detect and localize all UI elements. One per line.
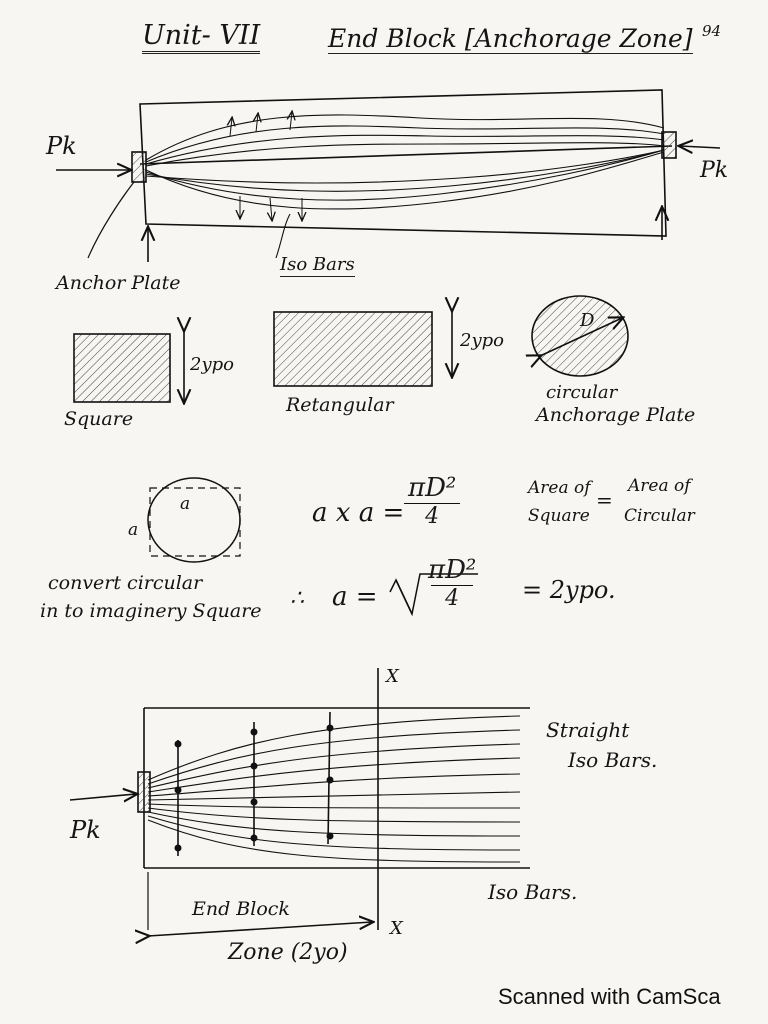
axis-label-top: X [386,666,399,687]
area-left-line1: Area of [528,478,591,498]
beam-figure [56,89,721,262]
circle-dim-label: D [580,310,595,331]
equation2-rhs: = 2ypo. [522,576,616,604]
iso-bars-label-2: Iso Bars. [488,880,578,904]
square-caption: Square [64,408,134,430]
area-right-line1: Area of [628,476,691,496]
equation2-fraction: πD² 4 [424,556,480,612]
plate-shapes [73,295,629,402]
rect-dim-label: 2ypo [460,330,504,351]
page-title: End Block [Anchorage Zone] [328,24,693,54]
equation1-denominator: 4 [425,503,440,529]
straight-iso-bars-line2: Iso Bars. [568,748,658,772]
page-number: 94 [702,22,722,40]
convert-note-line1: convert circular [48,572,203,594]
therefore-symbol: ∴ [290,586,304,611]
scanner-watermark: Scanned with CamSca [498,984,721,1009]
axis-label-bottom: X [390,918,403,939]
load-label-left: Pk [46,132,77,160]
side-label-left: a [128,520,139,540]
iso-bars-label: Iso Bars [280,254,355,277]
circle-square-diagram [147,477,478,617]
area-right-line2: Circular [624,506,695,526]
square-dim-label: 2ypo [190,354,234,375]
convert-note-line2: in to imaginery Square [40,600,262,622]
anchor-plate-label: Anchor Plate [56,272,181,294]
load-label-fig2: Pk [70,816,101,844]
area-left-line2: Square [528,506,590,526]
equation2-numerator: πD² [428,555,477,585]
area-equals: = [596,488,613,512]
load-label-right: Pk [700,158,729,183]
zone-label: Zone (2yo) [228,940,348,965]
equation1-numerator: πD² [404,474,461,504]
equation2-lhs: a = [332,582,378,612]
circle-caption-line1: circular [546,382,618,403]
straight-iso-bars-line1: Straight [546,718,630,742]
equation1-fraction: πD² 4 [404,474,461,530]
circle-caption-line2: Anchorage Plate [536,404,696,426]
side-label-top: a [180,494,191,514]
end-block-label: End Block [192,898,290,920]
equation1-lhs: a x a = [312,498,405,528]
equation2-denominator: 4 [431,584,474,612]
unit-heading: Unit- VII [142,22,261,54]
rect-caption: Retangular [286,394,394,416]
end-block-figure [69,668,530,936]
